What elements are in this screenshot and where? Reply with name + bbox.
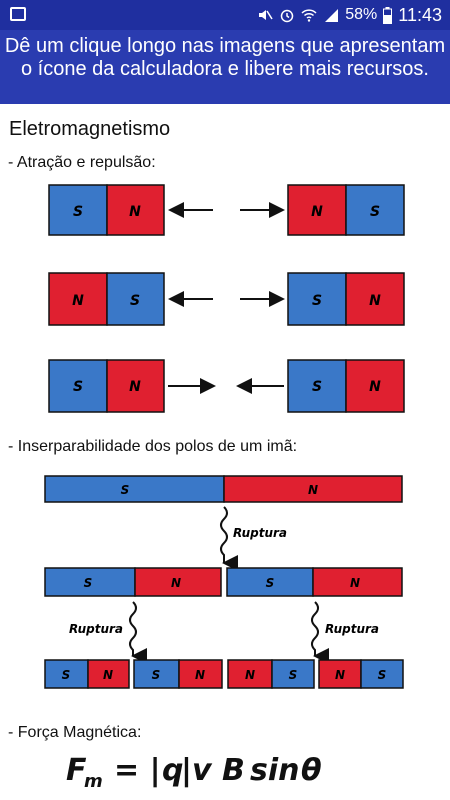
content: Eletromagnetismo - Atração e repulsão: -…	[0, 104, 450, 800]
rupture-label-2: Ruptura	[69, 622, 123, 636]
magnetic-force-formula[interactable]: F m = | q | v B sin θ	[60, 748, 330, 792]
svg-text:m: m	[84, 771, 103, 792]
clock: 11:43	[398, 4, 442, 25]
svg-text:S: S	[312, 379, 322, 395]
svg-text:|: |	[181, 753, 192, 788]
svg-text:S: S	[266, 576, 275, 590]
magnet-pair-row-1: S N N S	[48, 184, 405, 236]
svg-text:N: N	[129, 204, 141, 220]
svg-text:S: S	[84, 576, 93, 590]
mute-icon	[259, 10, 273, 20]
svg-text:S: S	[73, 204, 83, 220]
image-icon	[10, 7, 26, 21]
unlock-banner[interactable]: Dê um clique longo nas imagens que apres…	[0, 30, 450, 104]
page-title: Eletromagnetismo	[9, 118, 171, 140]
split-magnets-level-2: S N S N	[44, 567, 403, 597]
svg-text:N: N	[308, 483, 318, 497]
inseparability-diagram[interactable]: S N Ruptura S N S N Ruptura Ruptura S N …	[0, 470, 450, 695]
svg-text:S: S	[121, 483, 130, 497]
svg-text:N: N	[72, 293, 84, 309]
svg-text:S: S	[370, 204, 380, 220]
svg-text:N: N	[350, 576, 360, 590]
svg-text:S: S	[73, 379, 83, 395]
magnetic-force-heading: - Força Magnética:	[8, 724, 142, 741]
svg-text:S: S	[378, 668, 387, 682]
split-magnets-level-3: S N S N N S N S	[44, 659, 404, 689]
attraction-repulsion-diagram[interactable]: S N N S N S S N S N S N	[0, 175, 450, 425]
svg-text:sin: sin	[250, 753, 300, 788]
svg-text:N: N	[311, 204, 323, 220]
battery-icon	[383, 6, 393, 24]
svg-text:= |: = |	[114, 753, 161, 788]
svg-text:N: N	[171, 576, 181, 590]
battery-percent: 58%	[345, 6, 378, 23]
svg-text:θ: θ	[301, 753, 322, 788]
svg-text:F: F	[66, 753, 87, 788]
svg-text:v B: v B	[192, 753, 245, 788]
full-magnet: S N	[44, 475, 403, 503]
alarm-icon	[281, 9, 294, 23]
svg-text:S: S	[289, 668, 298, 682]
svg-text:S: S	[312, 293, 322, 309]
status-icons: 58% 11:43	[257, 5, 442, 25]
svg-text:N: N	[335, 668, 345, 682]
svg-text:q: q	[162, 753, 183, 788]
svg-text:N: N	[195, 668, 205, 682]
svg-text:S: S	[152, 668, 161, 682]
wifi-icon	[301, 9, 317, 22]
svg-text:N: N	[103, 668, 113, 682]
signal-icon	[325, 9, 339, 22]
rupture-arrow-2	[129, 601, 147, 664]
rupture-label-3: Ruptura	[325, 622, 379, 636]
svg-text:N: N	[369, 379, 381, 395]
rupture-arrow-3	[311, 601, 329, 664]
svg-text:N: N	[129, 379, 141, 395]
svg-text:S: S	[130, 293, 140, 309]
svg-text:N: N	[369, 293, 381, 309]
rupture-arrow-1	[220, 506, 238, 571]
svg-text:N: N	[245, 668, 255, 682]
magnet-pair-row-2: N S S N	[48, 272, 405, 326]
svg-text:S: S	[62, 668, 71, 682]
attraction-heading: - Atração e repulsão:	[8, 154, 156, 171]
status-bar: 58% 11:43	[0, 0, 450, 30]
magnet-pair-row-3: S N S N	[48, 359, 405, 413]
inseparability-heading: - Inserparabilidade dos polos de um imã:	[8, 438, 298, 455]
rupture-label-1: Ruptura	[233, 526, 287, 540]
